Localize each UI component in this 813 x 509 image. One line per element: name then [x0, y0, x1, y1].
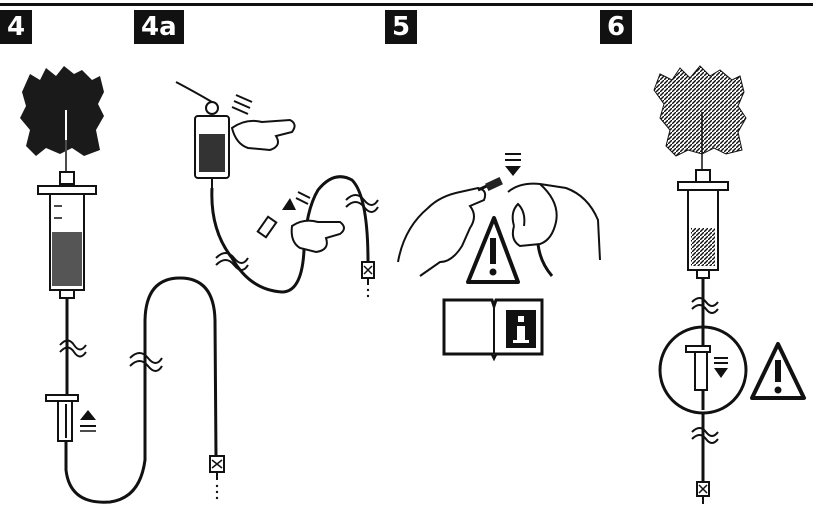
panel-5	[398, 154, 600, 358]
shrub-icon	[20, 66, 104, 178]
syringe-icon	[678, 170, 728, 278]
warning-triangle-icon	[468, 218, 518, 282]
syringe-icon	[38, 172, 96, 298]
manual-book-icon	[444, 300, 542, 358]
infusion-bag-icon	[195, 102, 229, 188]
connector-icon	[362, 262, 374, 297]
panel-6	[654, 66, 804, 504]
hand-icon	[398, 188, 485, 276]
connector-icon	[210, 456, 224, 499]
roller-clamp-icon	[46, 395, 96, 441]
hand-icon	[292, 221, 344, 252]
panel-4a	[176, 82, 378, 297]
warning-triangle-icon	[752, 344, 804, 398]
panel-4	[20, 66, 224, 502]
connector-icon	[697, 482, 709, 504]
tubing-icon	[66, 278, 216, 502]
hand-icon	[232, 120, 295, 150]
shrub-icon	[654, 66, 746, 176]
